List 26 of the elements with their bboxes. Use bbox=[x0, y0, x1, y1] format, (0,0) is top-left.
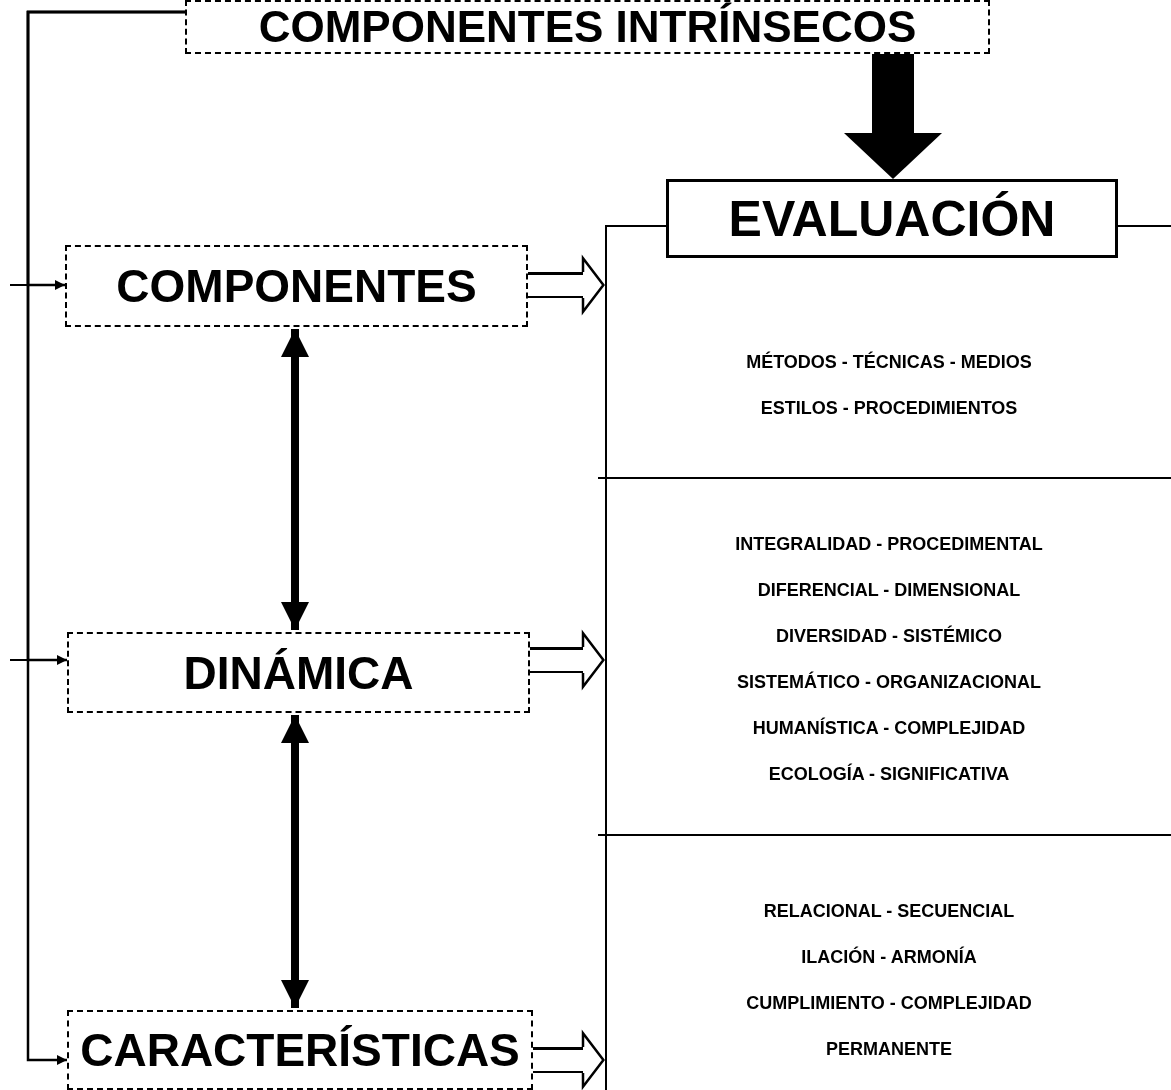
list-line: ILACIÓN - ARMONÍA bbox=[801, 945, 977, 969]
box-label: DINÁMICA bbox=[183, 645, 414, 700]
box-label: COMPONENTES INTRÍNSECOS bbox=[258, 2, 917, 52]
dashed-box bbox=[67, 632, 530, 713]
list-line: SISTEMÁTICO - ORGANIZACIONAL bbox=[737, 670, 1041, 694]
dashed-box bbox=[65, 245, 528, 327]
list-line: INTEGRALIDAD - PROCEDIMENTAL bbox=[735, 533, 1043, 556]
dashed-box bbox=[67, 1010, 533, 1090]
box-label: COMPONENTES bbox=[116, 259, 477, 313]
heading-box bbox=[666, 179, 1118, 258]
list-line: HUMANÍSTICA - COMPLEJIDAD bbox=[752, 716, 1026, 740]
panel-section bbox=[605, 258, 1171, 479]
box-label: CARACTERÍSTICAS bbox=[80, 1023, 520, 1077]
block-arrow bbox=[844, 54, 942, 179]
list-line: ESTILOS - PROCEDIMIENTOS bbox=[760, 397, 1018, 420]
title-box bbox=[185, 0, 990, 54]
list-line: DIFERENCIAL - DIMENSIONAL bbox=[757, 579, 1021, 602]
panel-section bbox=[605, 479, 1171, 836]
box-label: EVALUACIÓN bbox=[728, 189, 1056, 248]
list-line: PERMANENTE bbox=[826, 1038, 952, 1061]
list-line: DIVERSIDAD - SISTÉMICO bbox=[776, 624, 1002, 648]
arrow bbox=[26, 10, 185, 1065]
list-line: CUMPLIMIENTO - COMPLEJIDAD bbox=[746, 992, 1032, 1015]
list-line: RELACIONAL - SECUENCIAL bbox=[763, 900, 1015, 923]
list-line: MÉTODOS - TÉCNICAS - MEDIOS bbox=[746, 350, 1032, 374]
list-line: ECOLOGÍA - SIGNIFICATIVA bbox=[768, 762, 1010, 786]
